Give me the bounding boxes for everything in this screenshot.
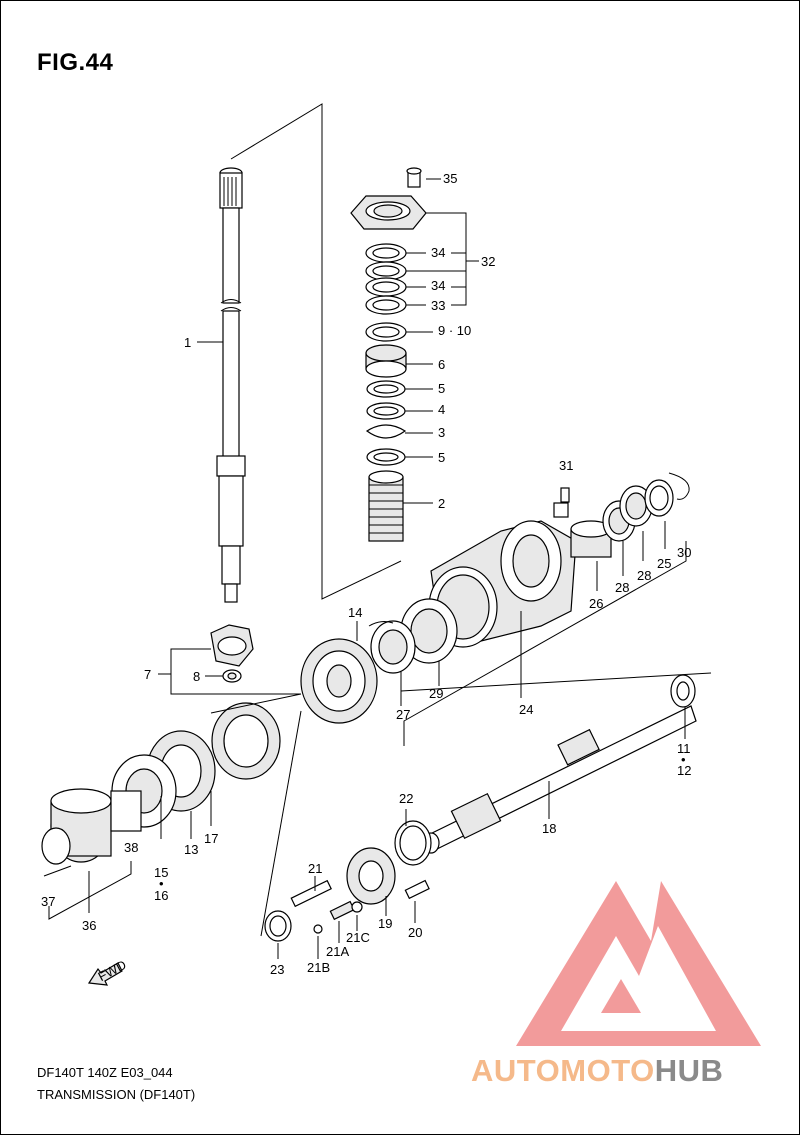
callout-3: 3 [438,425,445,440]
callout-13: 13 [184,842,198,857]
callout-15: 15 [154,865,168,880]
pinion-gear-part [210,624,254,683]
callout-11: 11 [677,741,691,756]
callout-21c: 21C [346,930,370,945]
callout-34a: 34 [431,245,445,260]
callout-23: 23 [270,962,284,977]
callout-35: 35 [443,171,457,186]
callout-1: 1 [184,335,191,350]
callout-19: 19 [378,916,392,931]
callout-31: 31 [559,458,573,473]
diagram-code: DF140T 140Z E03_044 [37,1065,173,1080]
thrust-housing-part [41,788,142,877]
callout-30: 30 [677,545,691,560]
callout-18: 18 [542,821,556,836]
callout-29: 29 [429,686,443,701]
callout-12: 12 [677,763,691,778]
callout-25: 25 [657,556,671,571]
callout-7: 7 [144,667,151,682]
callout-34b: 34 [431,278,445,293]
callout-14: 14 [348,605,362,620]
callout-32: 32 [481,254,495,269]
shaft-housing-part [428,487,577,648]
pin-parts [264,879,430,942]
drive-shaft-part [216,167,246,603]
callout-21b: 21B [307,960,330,975]
callout-labels: 1 2 3 4 5 5 6 9 · 10 33 34 34 32 35 31 3… [41,171,691,977]
bearing-housing-part [350,167,427,230]
diagram-name: TRANSMISSION (DF140T) [37,1087,196,1102]
forward-direction-arrow: FWD [87,957,129,986]
callout-38: 38 [124,840,138,855]
callout-5b: 5 [438,450,445,465]
callout-21: 21 [308,861,322,876]
callout-6: 6 [438,357,445,372]
callout-24: 24 [519,702,533,717]
seal-ring-stack [365,243,407,466]
callout-16: 16 [154,888,168,903]
callout-33: 33 [431,298,445,313]
callout-37: 37 [41,894,55,909]
callout-26: 26 [589,596,603,611]
brand-wordmark-part-a: AUTOMOTO [471,1053,655,1088]
callout-22: 22 [399,791,413,806]
front-bearing-parts [368,598,458,674]
callout-8: 8 [193,669,200,684]
forward-gear-part [300,638,378,724]
svg-text:•: • [159,876,164,891]
rear-bearing-parts [570,472,690,558]
fwd-label: FWD [95,957,128,984]
brand-wordmark: AUTOMOTOHUB [471,1053,723,1089]
figure-title: FIG.44 [37,49,114,76]
callout-28a: 28 [637,568,651,583]
propeller-shaft-part [422,705,697,854]
clutch-dog-part [346,820,432,905]
brand-logo-watermark [516,881,761,1046]
brand-wordmark-part-b: HUB [654,1053,724,1088]
callout-21a: 21A [326,944,349,959]
callout-27: 27 [396,707,410,722]
callout-5a: 5 [438,381,445,396]
callout-20: 20 [408,925,422,940]
callout-4: 4 [438,402,445,417]
svg-text:•: • [681,752,686,767]
callout-36: 36 [82,918,96,933]
spring-part [368,470,404,542]
callout-2: 2 [438,496,445,511]
callout-9-10: 9 · 10 [438,323,471,338]
callout-28b: 28 [615,580,629,595]
thrust-washer-part [670,674,696,708]
callout-17: 17 [204,831,218,846]
